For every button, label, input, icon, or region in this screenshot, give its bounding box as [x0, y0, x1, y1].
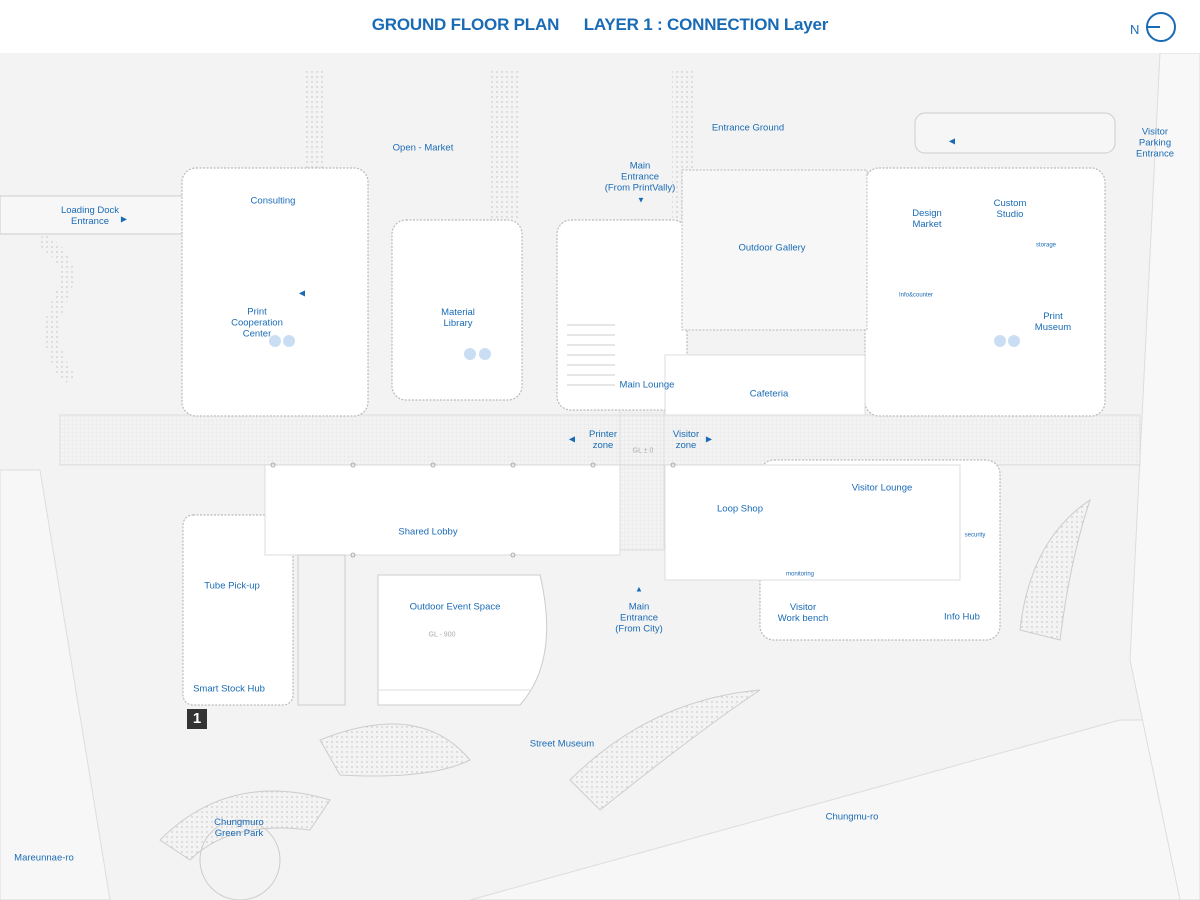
direction-arrow-icon: ▶ — [120, 214, 128, 224]
area-label: Smart Stock Hub — [193, 683, 265, 695]
area-label: Cafeteria — [749, 388, 789, 400]
area-label: Outdoor Event Space — [409, 601, 501, 613]
area-label: Visitor zone — [672, 429, 700, 451]
area-label: Main Lounge — [619, 379, 675, 391]
area-label: Shared Lobby — [398, 526, 458, 538]
area-label: storage — [1035, 242, 1057, 249]
cafeteria-area — [664, 354, 866, 416]
area-label: monitoring — [785, 571, 815, 578]
area-label: Design Market — [912, 208, 942, 230]
planter — [303, 70, 325, 170]
area-label: Printer zone — [589, 429, 617, 451]
area-label: Mareunnae-ro — [14, 852, 74, 864]
loop-shop-area — [664, 464, 961, 581]
area-label: Tube Pick-up — [204, 580, 260, 592]
area-label: GL - 900 — [428, 631, 456, 639]
area-label: Visitor Parking Entrance — [1135, 126, 1175, 160]
title-floor: GROUND FLOOR PLAN — [371, 15, 560, 34]
north-arrow: N — [1130, 12, 1180, 42]
planter — [569, 689, 761, 811]
area-label: Street Museum — [529, 738, 595, 750]
outdoor-gallery — [681, 169, 868, 331]
area-label: Loop Shop — [717, 503, 763, 515]
building-stock — [182, 514, 294, 706]
layer-number-badge: 1 — [187, 709, 207, 729]
area-label: Chungmu-ro — [825, 811, 879, 823]
floor-plan — [0, 53, 1200, 900]
area-label: Visitor Lounge — [851, 482, 913, 494]
direction-arrow-icon: ◀ — [948, 136, 956, 146]
direction-arrow-icon: ▼ — [637, 195, 645, 205]
road-east — [1129, 53, 1200, 900]
area-label: Material Library — [441, 307, 475, 329]
area-label: Print Cooperation Center — [231, 306, 283, 340]
direction-arrow-icon: ▲ — [635, 584, 643, 594]
area-label: Entrance Ground — [711, 122, 785, 134]
planter — [159, 790, 331, 861]
area-label: Visitor Work bench — [777, 602, 829, 624]
area-label: Outdoor Gallery — [738, 242, 806, 254]
title-layer: LAYER 1 : CONNECTION Layer — [583, 15, 829, 34]
planter — [1019, 498, 1091, 641]
north-label: N — [1130, 22, 1140, 37]
area-label: Loading Dock Entrance — [60, 205, 120, 227]
road-mareunnae — [0, 469, 111, 900]
area-label: GL ± 0 — [632, 447, 654, 455]
shared-lobby-area — [264, 464, 621, 556]
area-label: Custom Studio — [993, 198, 1027, 220]
area-label: security — [964, 532, 986, 539]
area-label: Print Museum — [1034, 311, 1072, 333]
area-label: Info&counter — [898, 292, 934, 299]
area-label: Main Entrance (From PrintVally) — [604, 160, 676, 194]
road-chungmu — [469, 719, 1200, 900]
building-west — [181, 167, 369, 417]
area-label: Open - Market — [392, 142, 454, 154]
parking-ramp — [914, 112, 1116, 154]
planter — [319, 723, 471, 777]
planter — [490, 70, 518, 220]
connection-corridor — [59, 414, 1141, 466]
direction-arrow-icon: ▶ — [705, 434, 713, 444]
area-label: Consulting — [250, 195, 296, 207]
direction-arrow-icon: ◀ — [298, 288, 306, 298]
direction-arrow-icon: ◀ — [568, 434, 576, 444]
north-icon — [1146, 12, 1176, 42]
page-title: GROUND FLOOR PLAN LAYER 1 : CONNECTION L… — [0, 15, 1200, 35]
green-park-circle — [199, 819, 281, 900]
area-label: Info Hub — [944, 611, 980, 623]
outdoor-event-space — [377, 574, 548, 706]
area-label: Main Entrance (From City) — [615, 601, 663, 635]
area-label: Chungmuro Green Park — [214, 817, 264, 839]
